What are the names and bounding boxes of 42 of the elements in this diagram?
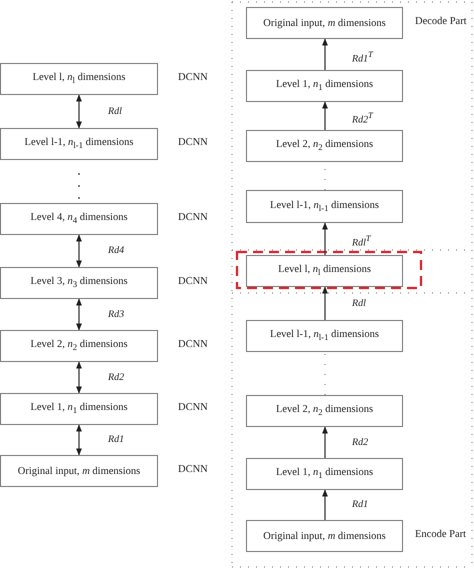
level-box: Level 1, n$_{1}$ dimensions xyxy=(246,70,403,102)
side-label: DCNN xyxy=(178,137,208,148)
level-box: Level l, n$_{l}$ dimensions xyxy=(0,63,158,95)
level-box: Level 3, n$_{3}$ dimensions xyxy=(0,267,158,299)
side-label: Encode Part xyxy=(415,529,466,540)
edge-label: Rd2 xyxy=(107,372,126,384)
edge-label: Rdl xyxy=(107,106,123,118)
side-label: Decode Part xyxy=(415,16,467,27)
level-box: Original input, m dimensions xyxy=(246,520,403,552)
edge-label: Rd3 xyxy=(107,308,126,320)
arrow xyxy=(322,426,328,458)
level-box: Level 4, n$_{4}$ dimensions xyxy=(0,203,158,235)
edge-label: Rd1$^{T}$ xyxy=(351,48,374,65)
side-label: DCNN xyxy=(178,72,208,83)
arrow xyxy=(322,38,328,70)
level-box: Level l-1, n$_{l-1}$ dimensions xyxy=(246,190,403,223)
arrow xyxy=(322,222,328,255)
level-box: Level 2, n$_{2}$ dimensions xyxy=(246,395,403,427)
edge-label: Rd2 xyxy=(351,436,370,448)
level-box: Level 1, n$_{1}$ dimensions xyxy=(246,458,403,490)
side-label: DCNN xyxy=(178,402,208,413)
arrow xyxy=(76,361,82,394)
arrow xyxy=(322,286,328,320)
side-label: DCNN xyxy=(178,464,208,475)
arrow xyxy=(322,101,328,130)
level-box: Level 1, n$_{1}$ dimensions xyxy=(0,393,158,425)
level-box: Level 2, n$_{2}$ dimensions xyxy=(246,130,403,162)
side-label: DCNN xyxy=(178,276,208,287)
arrow xyxy=(76,94,82,129)
arrow xyxy=(322,489,328,520)
level-box: Level l-1, n$_{l-1}$ dimensions xyxy=(0,128,158,160)
level-box: Level l, n$_{l}$ dimensions xyxy=(246,255,403,287)
level-box: Original input, m dimensions xyxy=(246,7,403,39)
side-label: DCNN xyxy=(178,339,208,350)
arrow xyxy=(76,424,82,456)
level-box: Level 2, n$_{2}$ dimensions xyxy=(0,330,158,362)
arrow xyxy=(76,298,82,331)
level-box: Level l-1, n$_{l-1}$ dimensions xyxy=(246,320,403,352)
side-label: DCNN xyxy=(178,212,208,223)
level-box: Original input, m dimensions xyxy=(0,455,158,487)
arrow xyxy=(76,234,82,268)
edge-label: Rdl xyxy=(351,298,367,310)
